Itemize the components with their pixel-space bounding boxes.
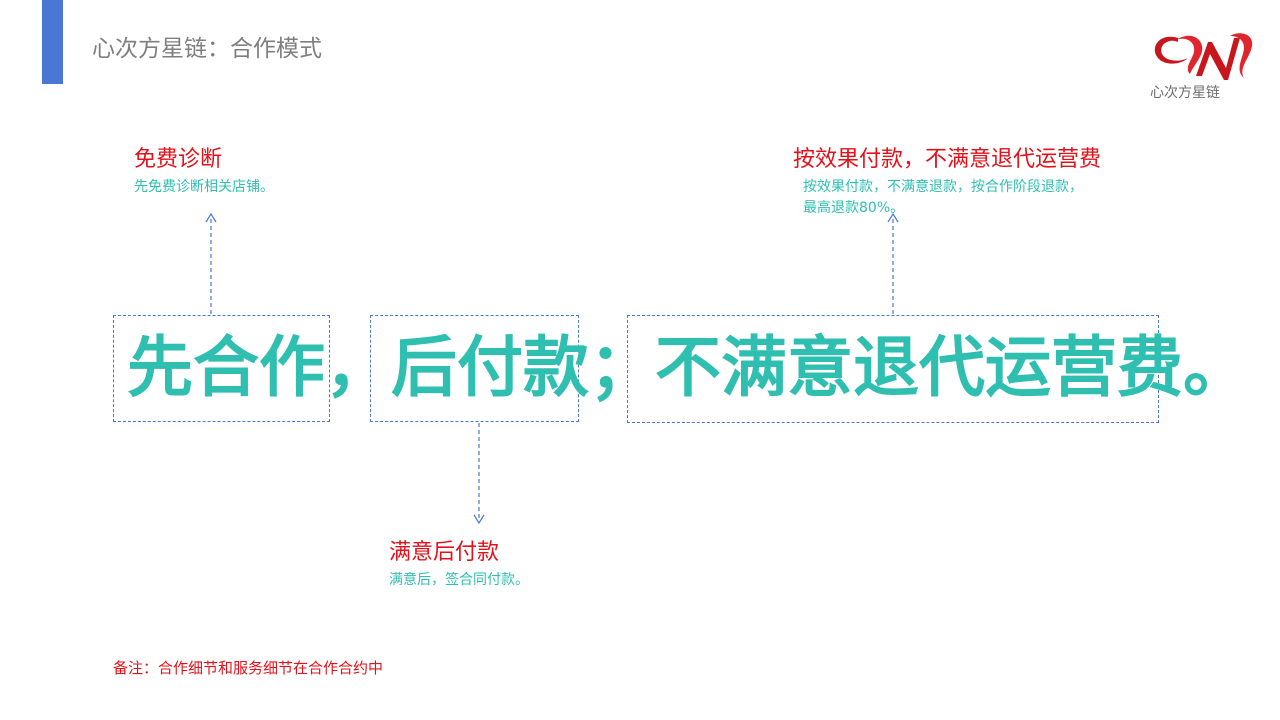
brand-logo: 心次方星链	[1140, 28, 1264, 104]
accent-bar	[42, 0, 63, 84]
refund-box	[627, 315, 1159, 423]
logo-text: 心次方星链	[1150, 85, 1220, 101]
pay-later-box	[370, 315, 579, 422]
remark-note: 备注：合作细节和服务细节在合作合约中	[113, 659, 384, 677]
headline-part2: 后付款；	[391, 329, 655, 406]
headline-part1: 先合作，	[127, 329, 391, 406]
page-title: 心次方星链：合作模式	[92, 36, 322, 62]
pay-after-satisfied-desc: 满意后，签合同付款。	[389, 572, 529, 588]
arrow-head-pay-after-satisfied	[473, 514, 485, 525]
headline-part3: 不满意退代运营费。	[655, 329, 1249, 406]
pay-after-satisfied-title: 满意后付款	[389, 540, 500, 565]
pay-by-result-desc-line2: 最高退款80%。	[803, 200, 905, 216]
brand-logo-mark-icon	[1154, 33, 1253, 80]
arrow-head-free-diagnosis	[205, 212, 217, 223]
pay-by-result-title: 按效果付款，不满意退代运营费	[793, 147, 1102, 172]
free-diagnosis-title: 免费诊断	[134, 147, 223, 172]
cooperate-first-box	[113, 315, 330, 422]
free-diagnosis-desc: 先免费诊断相关店铺。	[134, 179, 274, 195]
headline: 先合作，后付款；不满意退代运营费。	[127, 324, 1249, 412]
pay-by-result-desc-line1: 按效果付款，不满意退款，按合作阶段退款，	[803, 179, 1083, 195]
